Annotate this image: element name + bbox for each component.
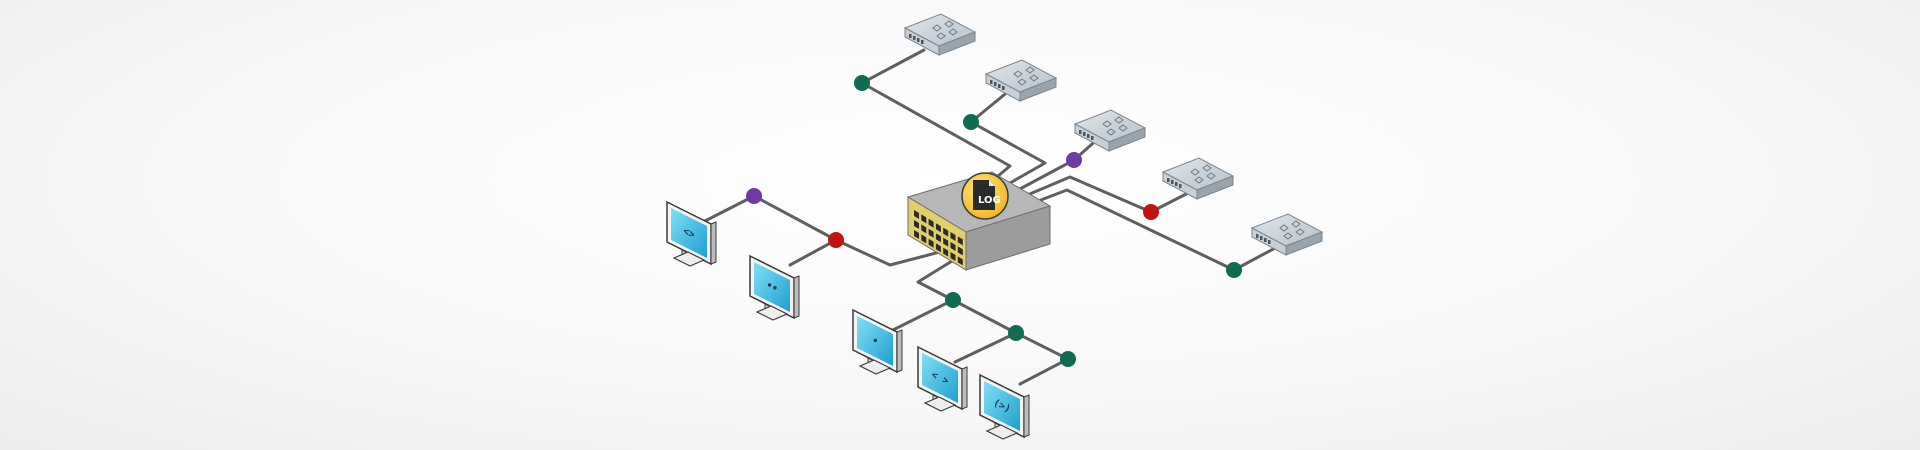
node-server-4 — [1143, 204, 1159, 220]
switch-side — [965, 205, 1051, 271]
switch-port — [943, 247, 949, 257]
monitor-stand — [985, 424, 1019, 440]
screen-glyph: • — [870, 335, 880, 348]
server-5 — [1250, 213, 1324, 256]
switch-port — [914, 210, 919, 219]
switch-port — [957, 246, 963, 256]
node-server-2 — [963, 114, 979, 130]
link-server-1 — [860, 48, 1012, 178]
link-computer-2 — [788, 238, 838, 267]
switch-port — [921, 234, 927, 244]
log-label: LOG — [978, 195, 1001, 206]
computer-4: < > — [917, 345, 968, 412]
computer-2: •• — [749, 254, 800, 321]
link-server-4 — [1023, 175, 1192, 214]
server-3 — [1073, 109, 1147, 152]
switch-port — [943, 237, 949, 247]
server-2 — [984, 59, 1058, 102]
switch-port — [935, 233, 941, 243]
network-icon — [1279, 220, 1305, 240]
monitor-stand — [858, 359, 892, 375]
network-icon — [1102, 116, 1128, 136]
monitor-screen — [984, 381, 1020, 431]
monitor-screen — [671, 208, 707, 258]
monitor-stand — [672, 251, 706, 267]
monitor-stand — [755, 305, 789, 321]
node-bottom-hub — [945, 292, 961, 308]
network-icon — [1190, 164, 1216, 184]
node-server-3 — [1066, 152, 1082, 168]
switch-port — [950, 252, 956, 261]
node-server-5 — [1226, 262, 1242, 278]
network-icon — [1013, 66, 1039, 86]
switch-port — [914, 220, 919, 229]
node-bottom-mid — [1008, 325, 1024, 341]
log-document-icon — [973, 180, 995, 210]
switch-port — [935, 223, 941, 233]
switch-port — [928, 238, 934, 248]
switch-port — [928, 218, 934, 228]
computer-3: • — [852, 308, 903, 375]
link-server-2 — [969, 88, 1047, 185]
node-left-hub — [828, 232, 844, 248]
link-server-5 — [1031, 188, 1279, 272]
link-bottom-hub — [916, 251, 1070, 386]
computers: <>•••< >(>) — [666, 200, 1030, 440]
monitor-screen — [754, 262, 790, 312]
switch-port — [921, 224, 927, 234]
link-computer-3 — [891, 298, 955, 332]
network-icon — [932, 20, 958, 40]
monitor-screen — [857, 316, 893, 366]
monitor-screen — [922, 353, 958, 403]
switch-port — [935, 243, 941, 253]
switch-port — [957, 236, 963, 246]
link-nodes — [746, 75, 1242, 367]
switch-port — [950, 232, 956, 241]
computer-5: (>) — [979, 373, 1030, 440]
switch-port — [950, 242, 956, 251]
link-computer-4 — [953, 331, 1018, 364]
screen-glyph: <> — [681, 226, 697, 241]
switch-ports — [914, 210, 963, 266]
server-1 — [903, 13, 977, 56]
node-bottom-end — [1060, 351, 1076, 367]
switch-port — [914, 230, 919, 239]
node-computer-1 — [746, 188, 762, 204]
server-4 — [1161, 157, 1235, 200]
servers — [903, 13, 1324, 256]
screen-glyph: •• — [764, 280, 780, 295]
log-badge: LOG — [961, 172, 1009, 220]
switch-port — [957, 256, 963, 266]
switch-port — [943, 227, 949, 237]
monitor-stand — [923, 396, 957, 412]
computer-1: <> — [666, 200, 717, 267]
switch-port — [921, 214, 927, 224]
switch-port — [928, 228, 934, 238]
node-server-1 — [854, 75, 870, 91]
